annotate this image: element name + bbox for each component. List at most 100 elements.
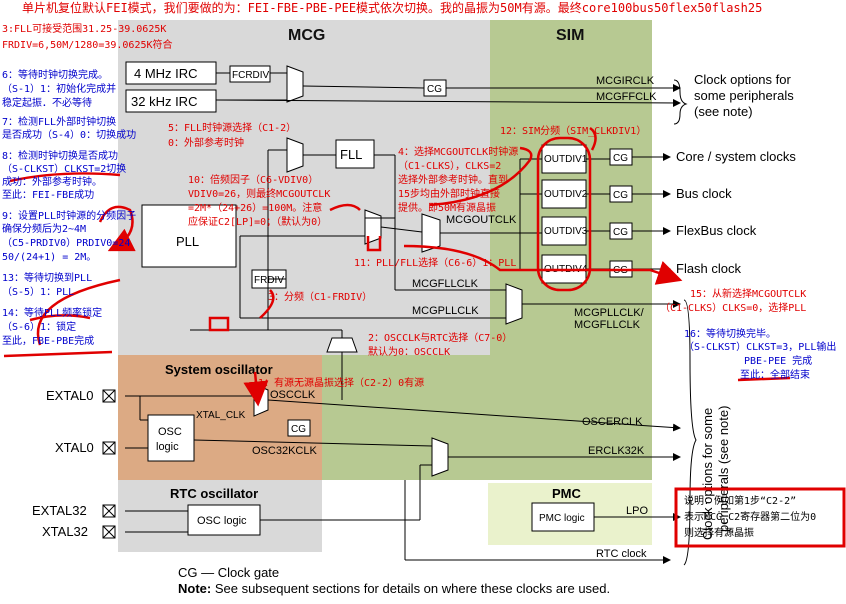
signal-mcgfllclk: MCGFLLCLK xyxy=(412,278,479,290)
mcg-title: MCG xyxy=(288,27,325,44)
output-flexbus: FlexBus clock xyxy=(676,223,757,238)
anno-step16-d: 至此：全部结束 xyxy=(740,368,810,381)
pll-block xyxy=(141,204,237,268)
osc-logic-label-1: OSC xyxy=(158,426,182,438)
explanation-line-2: 表示MCG_C2寄存器第二位为0 xyxy=(684,510,816,523)
brace-top xyxy=(673,79,688,125)
wires xyxy=(125,72,681,564)
irc-32khz-block xyxy=(125,89,217,113)
anno-step8-b: （S-CLKST）CLKST=2切换 xyxy=(2,162,126,175)
anno-step6-b: （S-1）1：初始化完成并 xyxy=(2,82,116,95)
legend-note-bold: Note: xyxy=(178,581,211,596)
outdiv2-label: OUTDIV2 xyxy=(544,189,588,200)
anno-step4-d: 15步均由外部时钟直接 xyxy=(398,187,500,200)
signal-mcgoutclk: MCGOUTCLK xyxy=(446,214,517,226)
explanation-box xyxy=(674,487,846,548)
irc-32khz-label: 32 kHz IRC xyxy=(131,94,197,109)
legend-cg: CG — Clock gate xyxy=(178,565,279,580)
anno-step9-c: （C5-PRDIV0）PRDIV0=24 xyxy=(2,237,130,249)
signal-mcgfflclk: MCGFFCLK xyxy=(596,91,657,103)
pmc-logic-label: PMC logic xyxy=(539,513,585,524)
output-vertical-2: peripherals (see note) xyxy=(716,406,731,532)
pmc-title: PMC xyxy=(552,486,582,501)
outdiv3-label: OUTDIV3 xyxy=(544,226,588,237)
cg-oscerclk xyxy=(287,419,311,437)
cg-flexbus-label: CG xyxy=(613,227,628,238)
anno-step16-c: PBE-PEE 完成 xyxy=(744,354,812,367)
outdiv1-label: OUTDIV1 xyxy=(544,154,588,165)
anno-step4-a: 4：选择MCGOUTCLK时钟源 xyxy=(398,145,518,158)
signal-osc32kclk: OSC32KCLK xyxy=(252,445,317,457)
pll-fll-out-mux xyxy=(505,283,523,325)
red-marks xyxy=(3,126,791,407)
fll-ref-mux xyxy=(286,137,304,173)
signal-rtc-clock: RTC clock xyxy=(596,548,647,560)
outdiv2-block xyxy=(541,179,587,209)
pin-xtal0: XTAL0 xyxy=(55,440,94,455)
outdiv1-block xyxy=(541,144,587,174)
anno-step12: 12：SIM分频（SIM_CLKDIV1） xyxy=(500,124,646,137)
cg-bus-label: CG xyxy=(613,190,628,201)
anno-step5-a: 5：FLL时钟源选择（C1-2） xyxy=(168,121,296,134)
output-flash: Flash clock xyxy=(676,261,742,276)
anno-step7-b: 是否成功（S-4）0：切换成功 xyxy=(2,128,136,141)
anno-step5-b: 0：外部参考时钟 xyxy=(168,136,244,149)
anno-step8-c: 成功：外部参考时钟。 xyxy=(2,175,102,188)
output-clock-options-2: some peripherals xyxy=(694,88,794,103)
anno-step8-a: 8：检测时钟切换是否成功 xyxy=(2,149,118,162)
lower-green-region xyxy=(322,355,652,480)
signal-mcgpllclk: MCGPLLCLK xyxy=(412,305,479,317)
signal-mcgpll-fll-1: MCGPLLCLK/ xyxy=(574,307,645,319)
cg-oscerclk-label: CG xyxy=(291,424,306,435)
anno-step15-b: （C1-CLKS）CLKS=0，选择PLL xyxy=(660,301,806,314)
erclk32k-mux xyxy=(431,437,449,477)
anno-step13-a: 13：等待切换到PLL xyxy=(2,271,92,284)
irc-mux xyxy=(286,65,304,103)
anno-step9-b: 确保分频后为2~4M xyxy=(2,222,86,235)
output-clock-options-3: (see note) xyxy=(694,104,753,119)
fcrdiv-label: FCRDIV xyxy=(232,70,270,81)
anno-step14-a: 14：等待PLL频率锁定 xyxy=(2,306,102,319)
anno-step8-d: 至此：FEI-FBE成功 xyxy=(2,188,94,201)
explanation-line-3: 则选择有源晶振 xyxy=(684,526,754,539)
anno-step15-a: 15：从新选择MCGOUTCLK xyxy=(690,287,806,300)
system-oscillator-title: System oscillator xyxy=(165,362,273,377)
signal-oscclk: OSCCLK xyxy=(270,389,316,401)
rtc-oscillator-title: RTC oscillator xyxy=(170,486,258,501)
anno-step16-a: 16：等待切换完毕。 xyxy=(684,327,776,340)
anno-step14-c: 至此，FBE-PBE完成 xyxy=(2,334,94,347)
anno-step16-b: （S-CLKST）CLKST=3，PLL输出 xyxy=(684,340,836,353)
output-bus: Bus clock xyxy=(676,186,732,201)
anno-step4-c: 选择外部参考时钟。直到 xyxy=(398,173,508,186)
pin-extal32: EXTAL32 xyxy=(32,503,87,518)
fll-label: FLL xyxy=(340,147,362,162)
anno-step13-b: （S-5）1：PLL xyxy=(2,286,74,298)
frdiv-label: FRDIV xyxy=(254,275,284,286)
signal-xtal-clk: XTAL_CLK xyxy=(196,410,246,421)
fll-block xyxy=(335,139,375,169)
cg-core-label: CG xyxy=(613,153,628,164)
explanation-line-1: 说明：例如第1步“C2-2” xyxy=(684,494,796,507)
anno-step9-a: 9：设置PLL时钟源的分频因子 xyxy=(2,209,136,222)
anno-step2-b: 默认为0：OSCCLK xyxy=(368,345,450,358)
header-note: 单片机复位默认FEI模式，我们要做的为：FEI-FBE-PBE-PEE模式依次切… xyxy=(22,0,762,15)
rtc-osc-logic-block xyxy=(187,504,261,536)
pin-extal0: EXTAL0 xyxy=(46,388,93,403)
pin-symbols xyxy=(102,389,116,539)
anno-step4-b: （C1-CLKS），CLKS=2 xyxy=(398,160,501,172)
anno-fll-range: 3:FLL可接受范围31.25-39.0625K xyxy=(2,22,166,35)
legend-note-text: See subsequent sections for details on w… xyxy=(211,581,610,596)
output-clock-options-1: Clock options for xyxy=(694,72,791,87)
mcgoutclk-mux xyxy=(421,213,441,253)
signal-oscerclk: OSCERCLK xyxy=(582,416,643,428)
irc-4mhz-label: 4 MHz IRC xyxy=(134,66,198,81)
anno-step10-a: 10：倍频因子（C6-VDIV0） xyxy=(188,173,318,186)
output-core-system: Core / system clocks xyxy=(676,149,796,164)
anno-step10-b: VDIV0=26，则最终MCGOUTCLK xyxy=(188,187,330,200)
anno-step4-e: 提供。即50M有源晶振 xyxy=(398,201,496,214)
anno-step10-d: 应保证C2[LP]=0；（默认为0） xyxy=(188,215,327,228)
pin-xtal32: XTAL32 xyxy=(42,524,88,539)
outdiv3-block xyxy=(541,216,587,246)
legend-note: Note: See subsequent sections for detail… xyxy=(178,581,610,596)
